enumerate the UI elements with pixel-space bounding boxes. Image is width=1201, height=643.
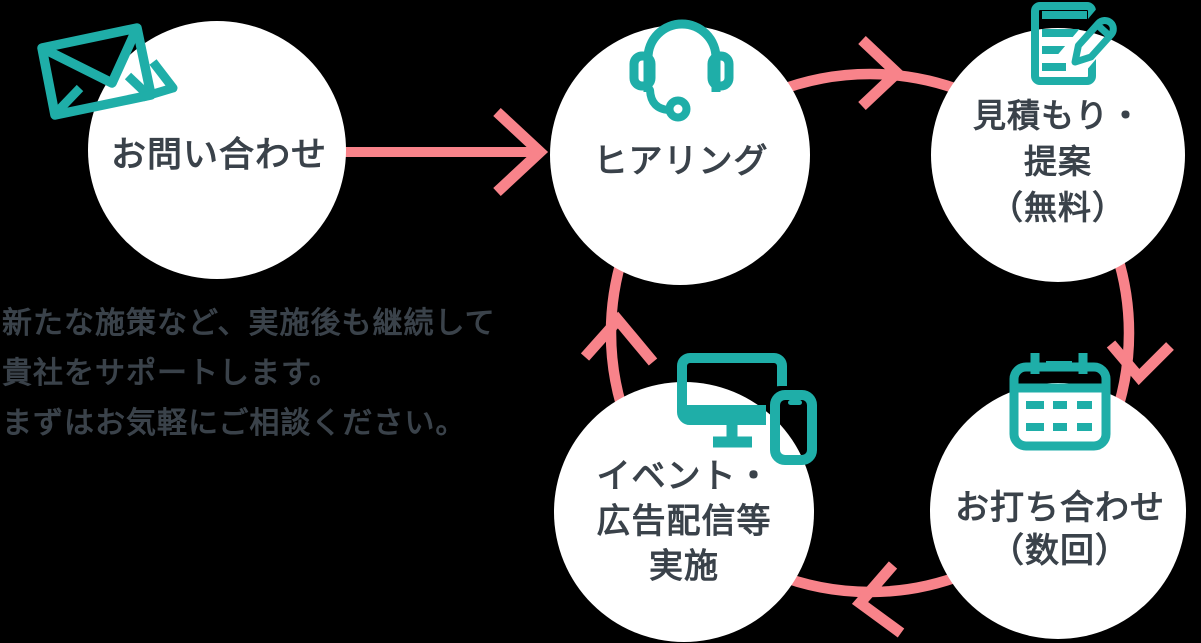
step-label-estimate: 見積もり・ 提案 （無料） [973,97,1143,226]
headset-icon [629,19,734,122]
envelope-flap [39,26,142,88]
ear-cup-left [629,51,656,91]
arrowhead-hearing-to-estimate [858,35,906,111]
arrowhead-implementation-to-hearing [580,311,658,366]
envelope-body [37,23,156,120]
monitor-shape [677,353,787,448]
calendar-body [1009,362,1111,451]
step-label-inquiry: お問い合わせ [110,135,328,175]
headband [643,19,721,92]
phone-shape [770,390,817,465]
document-pencil-icon [1031,2,1117,85]
support-note: 新たな施策など、実施後も継続して 貴社をサポートします。 まずはお気軽にご相談く… [2,307,496,440]
step-label-meeting: お打ち合わせ （数回） [955,489,1165,570]
arrowhead-inquiry-to-hearing [493,107,549,197]
ear-cup-right [707,51,734,91]
step-label-implementation: イベント・ 広告配信等 実施 [596,457,772,586]
calendar-icon [1009,353,1111,451]
mic-boom [646,86,673,114]
mic-tip [665,96,691,122]
arrowhead-estimate-to-meeting [1106,340,1174,386]
pencil [1071,16,1117,66]
step-label-hearing: ヒアリング [593,142,769,181]
document-sheet [1031,2,1096,85]
phone-speaker [788,400,802,405]
envelope-icon [37,23,178,120]
calendar-dates [1026,401,1092,431]
arrowhead-meeting-to-implementation [851,561,905,638]
